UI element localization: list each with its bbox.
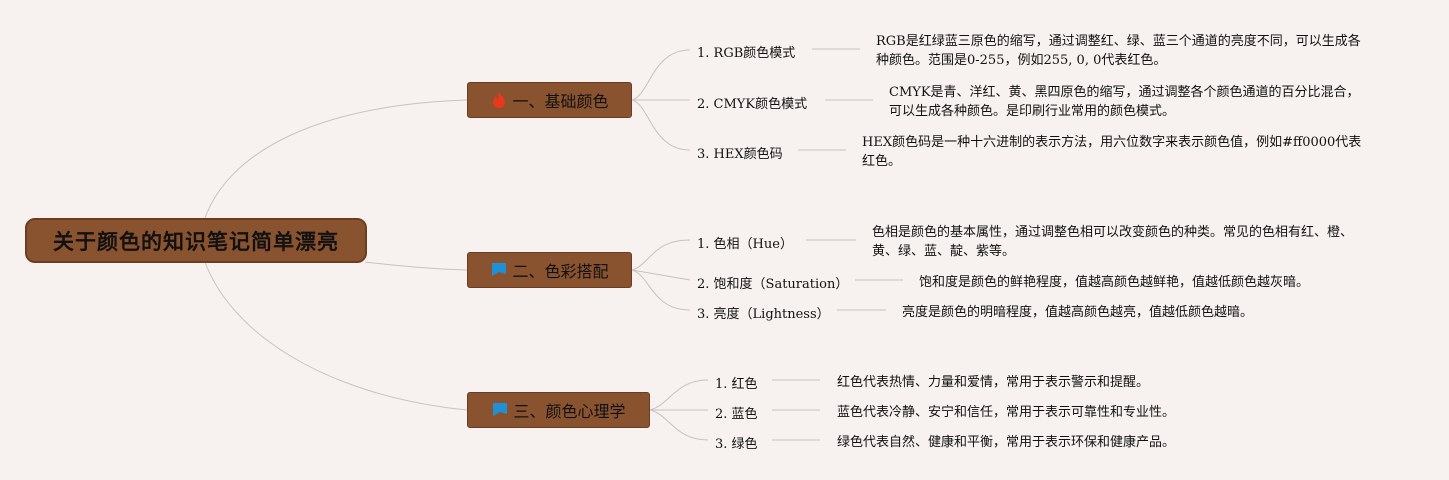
item-saturation[interactable]: 2. 饱和度（Saturation） — [697, 277, 849, 292]
item-hue[interactable]: 1. 色相（Hue） — [697, 237, 793, 252]
branch-basic-colors[interactable]: 一、基础颜色 — [467, 82, 632, 118]
desc-red: 红色代表热情、力量和爱情，常用于表示警示和提醒。 — [837, 375, 1150, 390]
desc-hex: HEX颜色码是一种十六进制的表示方法，用六位数字来表示颜色值，例如#ff0000… — [862, 135, 1362, 169]
branch-color-matching[interactable]: 二、色彩搭配 — [467, 252, 632, 288]
desc-cmyk: CMYK是青、洋红、黄、黑四原色的缩写，通过调整各个颜色通道的百分比混合，可以生… — [889, 85, 1360, 119]
root-node[interactable]: 关于颜色的知识笔记简单漂亮 — [25, 218, 367, 263]
desc-hue: 色相是颜色的基本属性，通过调整色相可以改变颜色的种类。常见的色相有红、橙、黄、绿… — [872, 225, 1354, 259]
root-label: 关于颜色的知识笔记简单漂亮 — [53, 229, 339, 254]
desc-lightness: 亮度是颜色的明暗程度，值越高颜色越亮，值越低颜色越暗。 — [902, 305, 1254, 320]
desc-green: 绿色代表自然、健康和平衡，常用于表示环保和健康产品。 — [837, 435, 1176, 450]
desc-saturation: 饱和度是颜色的鲜艳程度，值越高颜色越鲜艳，值越低颜色越灰暗。 — [919, 275, 1310, 290]
branch-label: 三、颜色心理学 — [513, 402, 626, 421]
item-red[interactable]: 1. 红色 — [715, 377, 758, 392]
item-lightness[interactable]: 3. 亮度（Lightness） — [697, 307, 830, 322]
branch-label: 一、基础颜色 — [512, 92, 609, 111]
branch-label: 二、色彩搭配 — [512, 262, 609, 281]
fire-icon — [493, 92, 506, 108]
item-rgb[interactable]: 1. RGB颜色模式 — [697, 46, 796, 61]
desc-rgb: RGB是红绿蓝三原色的缩写，通过调整红、绿、蓝三个通道的亮度不同，可以生成各种颜… — [876, 34, 1361, 68]
desc-blue: 蓝色代表冷静、安宁和信任，常用于表示可靠性和专业性。 — [837, 405, 1176, 420]
flag-icon — [492, 263, 507, 276]
item-hex[interactable]: 3. HEX颜色码 — [697, 147, 783, 162]
branch-color-psychology[interactable]: 三、颜色心理学 — [467, 392, 650, 428]
item-blue[interactable]: 2. 蓝色 — [715, 407, 758, 422]
item-green[interactable]: 3. 绿色 — [715, 437, 758, 452]
flag-icon — [493, 403, 508, 416]
item-cmyk[interactable]: 2. CMYK颜色模式 — [697, 97, 808, 112]
